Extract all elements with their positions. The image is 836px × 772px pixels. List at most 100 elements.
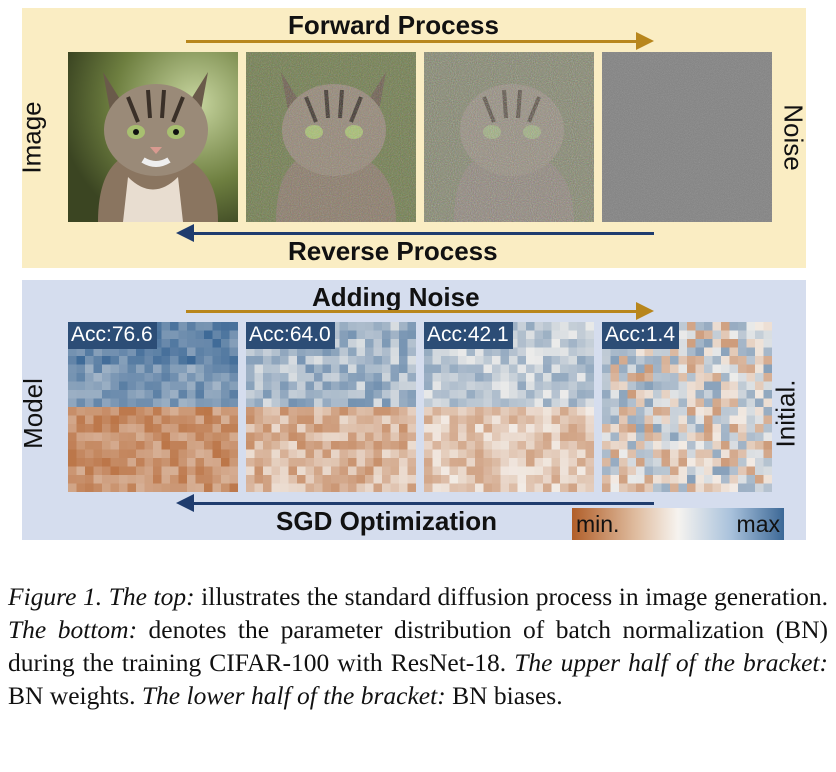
heatmap-cell bbox=[729, 364, 739, 374]
heatmap-cell bbox=[704, 398, 713, 408]
heatmap-cell bbox=[534, 449, 544, 459]
heatmap-cell bbox=[322, 466, 332, 476]
heatmap-cell bbox=[297, 356, 306, 365]
heatmap-cell bbox=[187, 441, 196, 450]
heatmap-cell bbox=[170, 373, 179, 382]
heatmap-cell bbox=[746, 373, 756, 382]
heatmap-cell bbox=[492, 449, 501, 459]
heatmap-cell bbox=[534, 466, 544, 476]
heatmap-cell bbox=[119, 432, 128, 442]
heatmap-cell bbox=[254, 424, 264, 433]
heatmap-cell bbox=[517, 364, 527, 374]
heatmap-cell bbox=[526, 475, 535, 484]
heatmap-cell bbox=[577, 330, 586, 340]
heatmap-cell bbox=[280, 483, 289, 492]
heatmap-cell bbox=[127, 475, 137, 484]
heatmap-cell bbox=[297, 390, 306, 399]
heatmap-cell bbox=[373, 415, 383, 425]
heatmap-cell bbox=[365, 373, 374, 382]
heatmap-cell bbox=[441, 364, 450, 374]
heatmap-cell bbox=[187, 364, 196, 374]
heatmap-cell bbox=[195, 339, 205, 348]
figure-caption: Figure 1. The top: illustrates the stand… bbox=[8, 580, 828, 712]
heatmap-cell bbox=[331, 475, 340, 484]
heatmap-cell bbox=[424, 381, 433, 391]
heatmap-cell bbox=[636, 449, 645, 459]
heatmap-cell bbox=[382, 483, 391, 492]
heatmap-cell bbox=[136, 415, 145, 425]
heatmap-cell bbox=[661, 390, 671, 399]
heatmap-cell bbox=[695, 415, 705, 425]
heatmap-cell bbox=[687, 347, 696, 357]
heatmap-cell bbox=[76, 475, 86, 484]
heatmap-cell bbox=[687, 483, 696, 492]
heatmap-cell bbox=[195, 398, 205, 408]
heatmap-cell bbox=[254, 407, 264, 416]
heatmap-cell bbox=[246, 424, 255, 433]
heatmap-cell bbox=[670, 424, 679, 433]
heatmap-cell bbox=[432, 466, 442, 476]
heatmap-cell bbox=[331, 432, 340, 442]
heatmap-cell bbox=[322, 424, 332, 433]
heatmap-cell bbox=[763, 322, 772, 331]
heatmap-cell bbox=[314, 483, 323, 492]
heatmap-cell bbox=[314, 424, 323, 433]
heatmap-cell bbox=[322, 483, 332, 492]
heatmap-cell bbox=[560, 364, 569, 374]
heatmap-cell bbox=[653, 364, 662, 374]
heatmap-cell bbox=[551, 364, 561, 374]
heatmap-cell bbox=[644, 449, 654, 459]
heatmap-cell bbox=[763, 339, 772, 348]
heatmap-cell bbox=[602, 415, 611, 425]
heatmap-cell bbox=[458, 441, 467, 450]
heatmap-cell bbox=[229, 407, 238, 416]
heatmap-cell bbox=[687, 322, 696, 331]
heatmap-cell bbox=[449, 415, 459, 425]
heatmap-cell bbox=[721, 424, 730, 433]
heatmap-cell bbox=[204, 339, 213, 348]
heatmap-cell bbox=[136, 373, 145, 382]
heatmap-cell bbox=[390, 347, 400, 357]
heatmap-cell bbox=[738, 398, 747, 408]
heatmap-cell bbox=[585, 432, 594, 442]
heatmap-cell bbox=[136, 407, 145, 416]
heatmap-cell bbox=[263, 432, 272, 442]
heatmap-cell bbox=[627, 441, 637, 450]
heatmap-cell bbox=[695, 339, 705, 348]
heatmap-cell bbox=[382, 415, 391, 425]
heatmap-cell bbox=[551, 356, 561, 365]
heatmap-cell bbox=[339, 356, 349, 365]
heatmap-cell bbox=[246, 432, 255, 442]
heatmap-cell bbox=[551, 330, 561, 340]
heatmap-cell bbox=[577, 398, 586, 408]
heatmap-cell bbox=[534, 381, 544, 391]
heatmap-cell bbox=[331, 483, 340, 492]
reverse-arrow bbox=[176, 224, 654, 242]
heatmap-cell bbox=[348, 449, 357, 459]
heatmap-cell bbox=[483, 347, 493, 357]
heatmap-cell bbox=[365, 415, 374, 425]
heatmap-cell bbox=[399, 415, 408, 425]
cat-image-noisy-2 bbox=[424, 52, 594, 222]
heatmap-cell bbox=[407, 339, 416, 348]
heatmap-cell bbox=[85, 475, 94, 484]
heatmap-cell bbox=[441, 475, 450, 484]
heatmap-cell bbox=[331, 330, 340, 340]
heatmap-cell bbox=[458, 390, 467, 399]
heatmap-cell bbox=[348, 475, 357, 484]
heatmap-cell bbox=[263, 356, 272, 365]
heatmap-cell bbox=[568, 390, 578, 399]
heatmap-cell bbox=[424, 475, 433, 484]
heatmap-cell bbox=[365, 483, 374, 492]
heatmap-cell bbox=[551, 381, 561, 391]
heatmap-cell bbox=[246, 475, 255, 484]
heatmap-cell bbox=[297, 407, 306, 416]
heatmap-cell bbox=[517, 373, 527, 382]
heatmap-cell bbox=[483, 441, 493, 450]
heatmap-cell bbox=[729, 432, 739, 442]
heatmap-cell bbox=[212, 364, 222, 374]
heatmap-cell bbox=[178, 356, 188, 365]
heatmap-cell bbox=[382, 441, 391, 450]
heatmap-cell bbox=[577, 424, 586, 433]
heatmap-cell bbox=[254, 441, 264, 450]
